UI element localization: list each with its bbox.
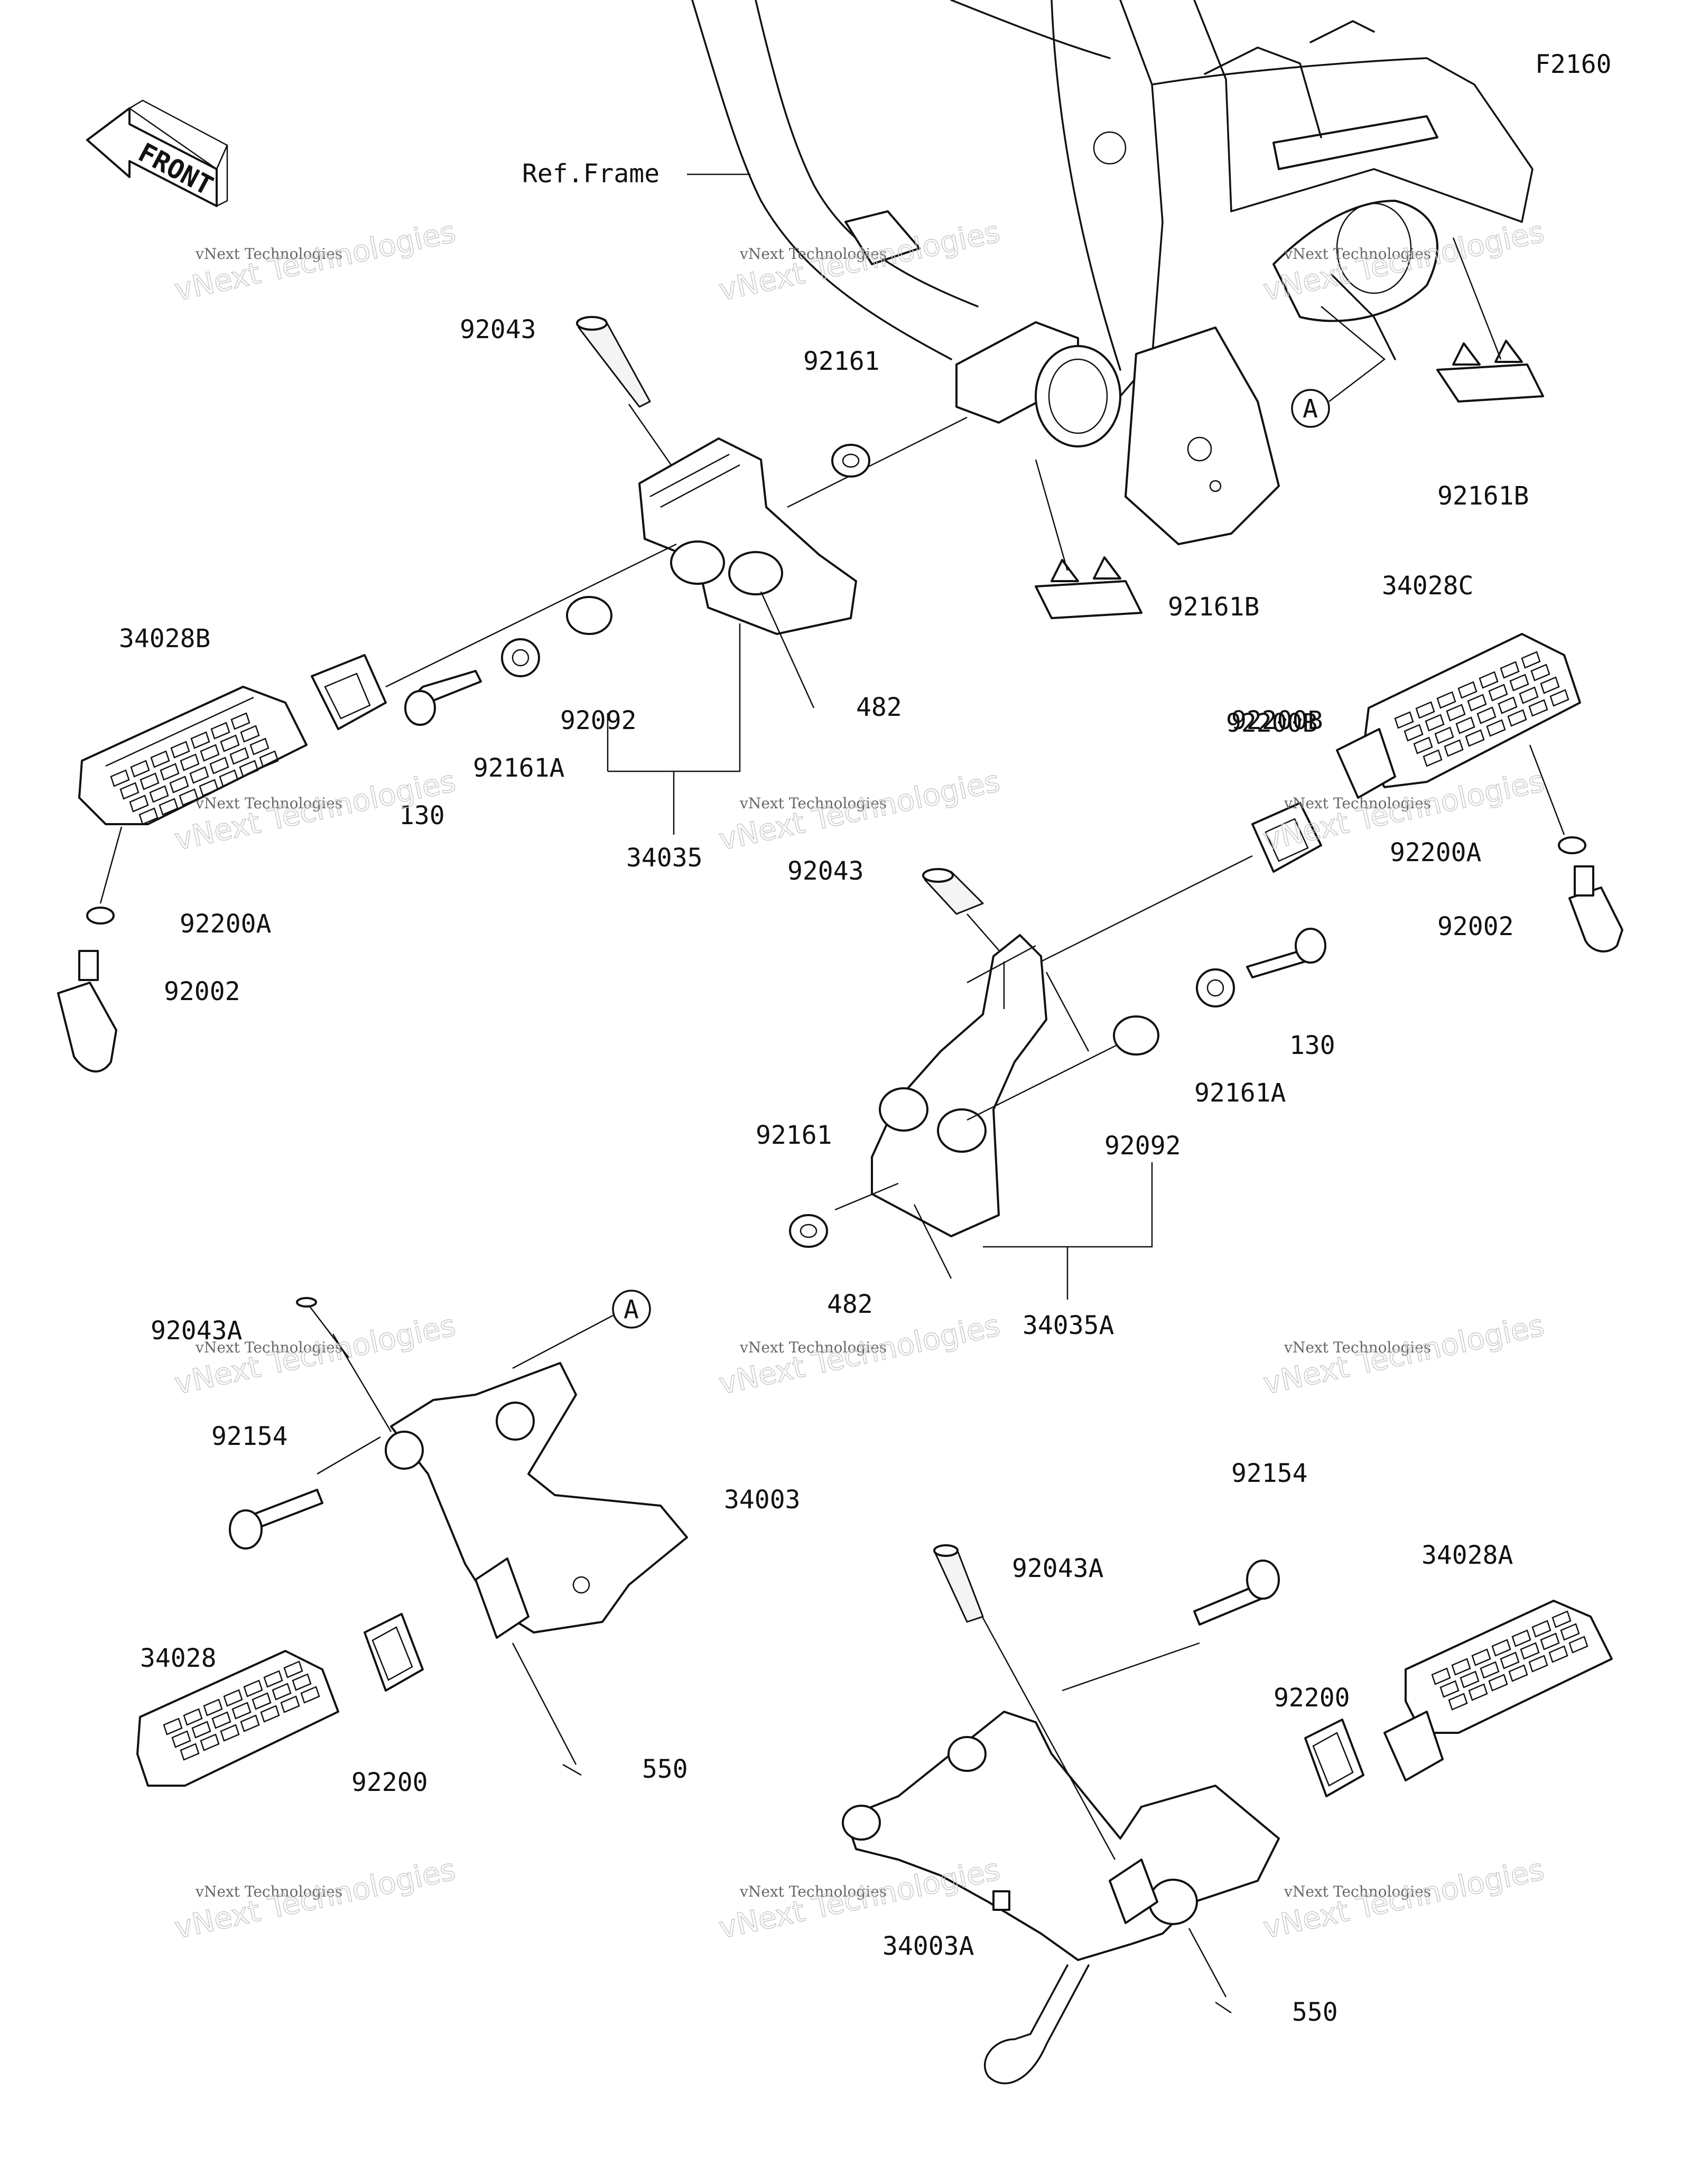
part-label: 34003 xyxy=(724,1485,801,1515)
part-label: 482 xyxy=(827,1290,873,1319)
front-label: FRONT xyxy=(133,137,218,201)
washer-92161-upper xyxy=(831,444,870,478)
pin-92002-left xyxy=(57,950,117,1072)
footpeg-bracket-34035a xyxy=(871,934,1047,1237)
washer-92200a-left xyxy=(86,907,115,925)
watermark-text: vNext Technologies xyxy=(1284,1339,1431,1356)
washer-92161a-upper xyxy=(501,638,540,677)
watermark-text: vNext Technologies xyxy=(1284,1883,1431,1900)
bolt-92154-right xyxy=(1193,1560,1280,1626)
part-label: 550 xyxy=(1292,1998,1338,2027)
collar-92092-right xyxy=(1113,1015,1159,1056)
watermark-text: vNext Technologies xyxy=(195,245,342,263)
part-label: 34028A xyxy=(1421,1541,1513,1570)
footpeg-34028a xyxy=(1383,1600,1613,1781)
pin-92043a-left xyxy=(296,1297,349,1358)
part-label: 92002 xyxy=(164,977,240,1006)
part-label: 92002 xyxy=(1437,912,1514,941)
part-label: 130 xyxy=(399,801,445,830)
part-label: 92043A xyxy=(1012,1554,1103,1583)
part-label: 92161A xyxy=(1194,1078,1286,1108)
part-label: 34035A xyxy=(1023,1311,1114,1340)
footpeg-bracket-34035 xyxy=(576,316,857,635)
clip-92161b-upper xyxy=(1436,340,1544,403)
part-label: 34003A xyxy=(882,1931,974,1961)
pin-92043-center xyxy=(922,868,984,915)
watermark-text: vNext Technologies xyxy=(739,1883,887,1900)
washer-92200a-right xyxy=(1558,836,1586,854)
part-label: 92161 xyxy=(803,347,880,376)
bolt-130-upper xyxy=(404,670,482,726)
part-labels: 92043 92161 92161B 92161B 34028C 92200B 34028B… xyxy=(119,315,1529,2027)
rubber-92200-left xyxy=(364,1613,424,1692)
collar-92092-upper xyxy=(566,596,612,635)
part-label: 92043 xyxy=(460,315,536,344)
pin-92043a-right xyxy=(933,1544,984,1623)
part-label: 92161B xyxy=(1437,481,1529,511)
watermark-text: vNext Technologies xyxy=(195,1339,342,1356)
pin-92002-right xyxy=(1568,865,1623,953)
rubber-92200-right xyxy=(1304,1719,1364,1797)
part-label: 92092 xyxy=(560,706,637,735)
part-label: 92200A xyxy=(180,909,271,939)
watermark-text: vNext Technologies xyxy=(739,245,887,263)
part-label: 482 xyxy=(856,693,902,722)
part-label: 34035 xyxy=(626,843,703,873)
ref-frame-label: Ref.Frame xyxy=(522,159,659,189)
diagram-code: F2160 xyxy=(1535,50,1612,79)
svg-text:A: A xyxy=(1303,394,1318,424)
part-label: 92161A xyxy=(473,753,564,783)
part-label: 34028C xyxy=(1382,571,1473,601)
watermark-text: vNext Technologies xyxy=(195,795,342,812)
washer-92161a-right xyxy=(1196,968,1235,1007)
part-label: 92043 xyxy=(787,856,864,886)
part-label: 550 xyxy=(642,1754,688,1784)
footpeg-34028 xyxy=(136,1650,339,1787)
part-label: 130 xyxy=(1289,1031,1335,1060)
part-label: 92154 xyxy=(211,1422,288,1451)
washer-92161-right xyxy=(789,1214,828,1248)
rubber-92200b-right xyxy=(1251,802,1322,873)
part-label: 92200B xyxy=(1226,708,1317,738)
footpeg-34028c xyxy=(1336,633,1581,799)
rubber-92200b-upper xyxy=(311,654,387,730)
footpeg-34028b xyxy=(78,686,308,825)
part-label: 34028B xyxy=(119,624,210,654)
part-label: 92043A xyxy=(151,1316,242,1346)
footpeg-bracket-34003a xyxy=(842,1711,1280,2085)
watermark-text: vNext Technologies xyxy=(739,795,887,812)
frame-assembly xyxy=(691,0,1534,545)
clip-92161b-lower xyxy=(1035,556,1142,619)
footpeg-bracket-34003 xyxy=(385,1362,688,1639)
part-label: 92092 xyxy=(1104,1131,1181,1161)
part-label: 92200A xyxy=(1390,838,1481,867)
watermark-text: vNext Technologies xyxy=(1284,795,1431,812)
watermark-text: vNext Technologies xyxy=(1284,245,1431,263)
callout-a-upper: A xyxy=(1291,306,1386,428)
part-label: 34028 xyxy=(140,1644,217,1673)
watermark-text: vNext Technologies xyxy=(739,1339,887,1356)
part-label: 92200 xyxy=(1274,1683,1350,1713)
watermark-text: vNext Technologies xyxy=(195,1883,342,1900)
bolt-130-right xyxy=(1246,928,1326,978)
svg-text:A: A xyxy=(624,1295,639,1324)
front-arrow-icon: FRONT xyxy=(86,99,228,208)
part-label: 92161 xyxy=(756,1121,832,1150)
part-label: 92200 xyxy=(351,1768,428,1797)
part-label: 92154 xyxy=(1231,1459,1308,1488)
part-label: 92200B xyxy=(1231,706,1323,735)
bolt-92154-left xyxy=(229,1489,323,1550)
callout-a-lower: A xyxy=(512,1290,651,1369)
part-label: 92161B xyxy=(1168,592,1259,622)
